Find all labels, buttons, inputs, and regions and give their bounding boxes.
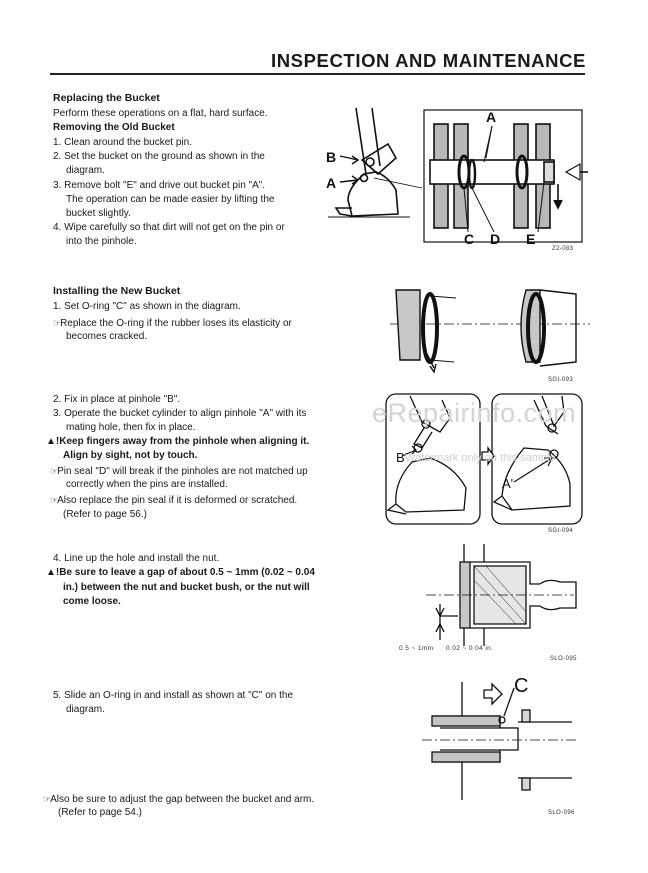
subheading-removing: Removing the Old Bucket (53, 122, 175, 133)
install-step-5: 5. Slide an O-ring in and install as sho… (53, 690, 294, 701)
gap-in-label: 0.02 ~ 0.04 in. (446, 645, 494, 652)
step-3: 3. Remove bolt "E" and drive out bucket … (53, 180, 266, 191)
install-note-3: ☞Also replace the pin seal if it is defo… (50, 495, 298, 506)
watermark-subtext: Watermark only on this sample (405, 452, 556, 464)
section-heading-installing: Installing the New Bucket (53, 285, 181, 297)
install-note-2-cont: correctly when the pins are installed. (66, 479, 228, 490)
warning-icon: ▲! (46, 436, 60, 447)
pointing-hand-icon: ☞ (50, 495, 58, 505)
install-step-2: 2. Fix in place at pinhole "B". (53, 394, 181, 405)
install-note-2: ☞Pin seal "D" will break if the pinholes… (50, 466, 308, 477)
install-step-4: 4. Line up the hole and install the nut. (53, 553, 220, 564)
install-step-3-cont: mating hole, then fix in place. (66, 422, 196, 433)
warning-icon: ▲! (46, 567, 60, 578)
figure-code-4: SLO-095 (550, 656, 577, 662)
label-E: E (526, 231, 535, 247)
step-3-cont2: bucket slightly. (66, 208, 131, 219)
label-A-detail: A (486, 109, 496, 125)
figure-oring (390, 289, 590, 374)
label-A: A (326, 175, 336, 191)
step-2: 2. Set the bucket on the ground as shown… (53, 151, 265, 162)
step-4: 4. Wipe carefully so that dirt will not … (53, 222, 285, 233)
section-heading-replacing: Replacing the Bucket (53, 92, 160, 104)
gap-mm-label: 0.5 ~ 1mm (399, 645, 434, 652)
install-step-5-cont: diagram. (66, 704, 105, 715)
figure-code-5: SLO-096 (548, 810, 575, 816)
warning-gap-cont: in.) between the nut and bucket bush, or… (63, 582, 310, 593)
figure-nut-gap (426, 544, 577, 646)
label-D: D (490, 231, 500, 247)
install-note-1-cont: becomes cracked. (66, 331, 148, 342)
install-step-1: 1. Set O-ring "C" as shown in the diagra… (53, 301, 241, 312)
figure-oring-install: C (422, 675, 578, 800)
figure-bucket-removal: B A A C D E (326, 107, 588, 247)
install-note-3-cont: (Refer to page 56.) (63, 509, 147, 520)
warning-fingers: ▲!Keep fingers away from the pinhole whe… (46, 435, 309, 449)
step-2-cont: diagram. (66, 165, 105, 176)
watermark-text: eRepairinfo.com (372, 398, 577, 428)
label-B: B (326, 149, 336, 165)
warning-gap: ▲!Be sure to leave a gap of about 0.5 ~ … (46, 566, 315, 580)
step-3-cont: The operation can be made easier by lift… (66, 194, 275, 205)
label-B-prime: B' (396, 450, 407, 465)
install-note-4: ☞Also be sure to adjust the gap between … (43, 794, 315, 805)
title-rule (50, 73, 585, 75)
figure-code-3: SGI-094 (548, 528, 574, 534)
warning-gap-cont2: come loose. (63, 596, 121, 607)
intro-text: Perform these operations on a flat, hard… (53, 108, 268, 119)
label-C: C (464, 231, 474, 247)
step-4-cont: into the pinhole. (66, 236, 137, 247)
pointing-hand-icon: ☞ (43, 794, 51, 804)
install-note-1: ☞Replace the O-ring if the rubber loses … (53, 318, 292, 329)
install-note-4-cont: (Refer to page 54.) (58, 807, 142, 818)
figure-code-2: SGI-093 (548, 377, 574, 383)
install-step-3: 3. Operate the bucket cylinder to align … (53, 408, 307, 419)
pointing-hand-icon: ☞ (53, 318, 61, 328)
step-1: 1. Clean around the bucket pin. (53, 137, 192, 148)
page-title: INSPECTION AND MAINTENANCE (270, 50, 586, 71)
warning-fingers-cont: Align by sight, not by touch. (63, 450, 198, 461)
label-C-install: C (514, 675, 528, 697)
label-A-prime: A' (502, 476, 513, 491)
figure-pinhole-alignment: B' A' (385, 393, 583, 525)
pointing-hand-icon: ☞ (50, 466, 58, 476)
figure-code-1: Z2-083 (552, 246, 574, 252)
